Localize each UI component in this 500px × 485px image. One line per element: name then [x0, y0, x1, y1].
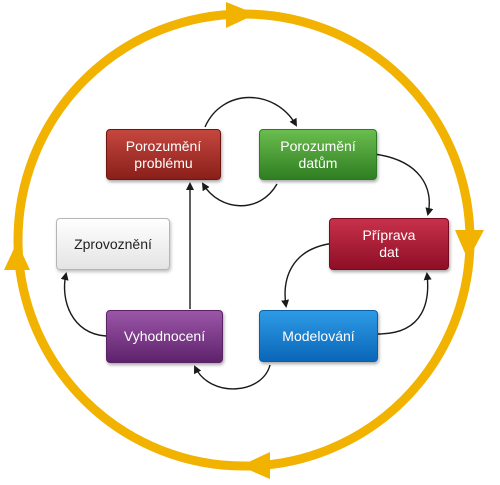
node-data-preparation-label: Příprava dat	[362, 227, 416, 260]
node-deployment: Zprovoznění	[56, 218, 170, 270]
node-modeling-label: Modelování	[282, 327, 355, 344]
arrow-model-to-eval	[194, 364, 271, 390]
node-business-understanding-label: Porozumění problému	[125, 137, 202, 171]
arrow-model-to-prep	[377, 272, 432, 335]
node-data-understanding: Porozumění datům	[259, 129, 377, 180]
node-data-preparation: Příprava dat	[329, 218, 449, 270]
node-modeling: Modelování	[259, 310, 378, 362]
arrow-prep-to-model	[281, 242, 336, 308]
arrow-business-to-data	[204, 96, 297, 128]
cycle-arrowhead-top	[226, 2, 256, 28]
cycle-arrowhead-bottom	[240, 452, 270, 479]
cycle-arrowhead-right	[455, 230, 484, 260]
node-evaluation: Vyhodnocení	[106, 310, 223, 363]
arrow-data-to-prep	[373, 153, 434, 216]
arrow-data-to-business	[201, 182, 278, 207]
cycle-arrowhead-left	[4, 242, 30, 270]
node-business-understanding: Porozumění problému	[106, 129, 221, 180]
arrow-eval-to-deploy	[60, 272, 107, 337]
node-deployment-label: Zprovoznění	[74, 235, 152, 252]
node-evaluation-label: Vyhodnocení	[123, 328, 206, 344]
node-data-understanding-label: Porozumění datům	[280, 137, 356, 171]
